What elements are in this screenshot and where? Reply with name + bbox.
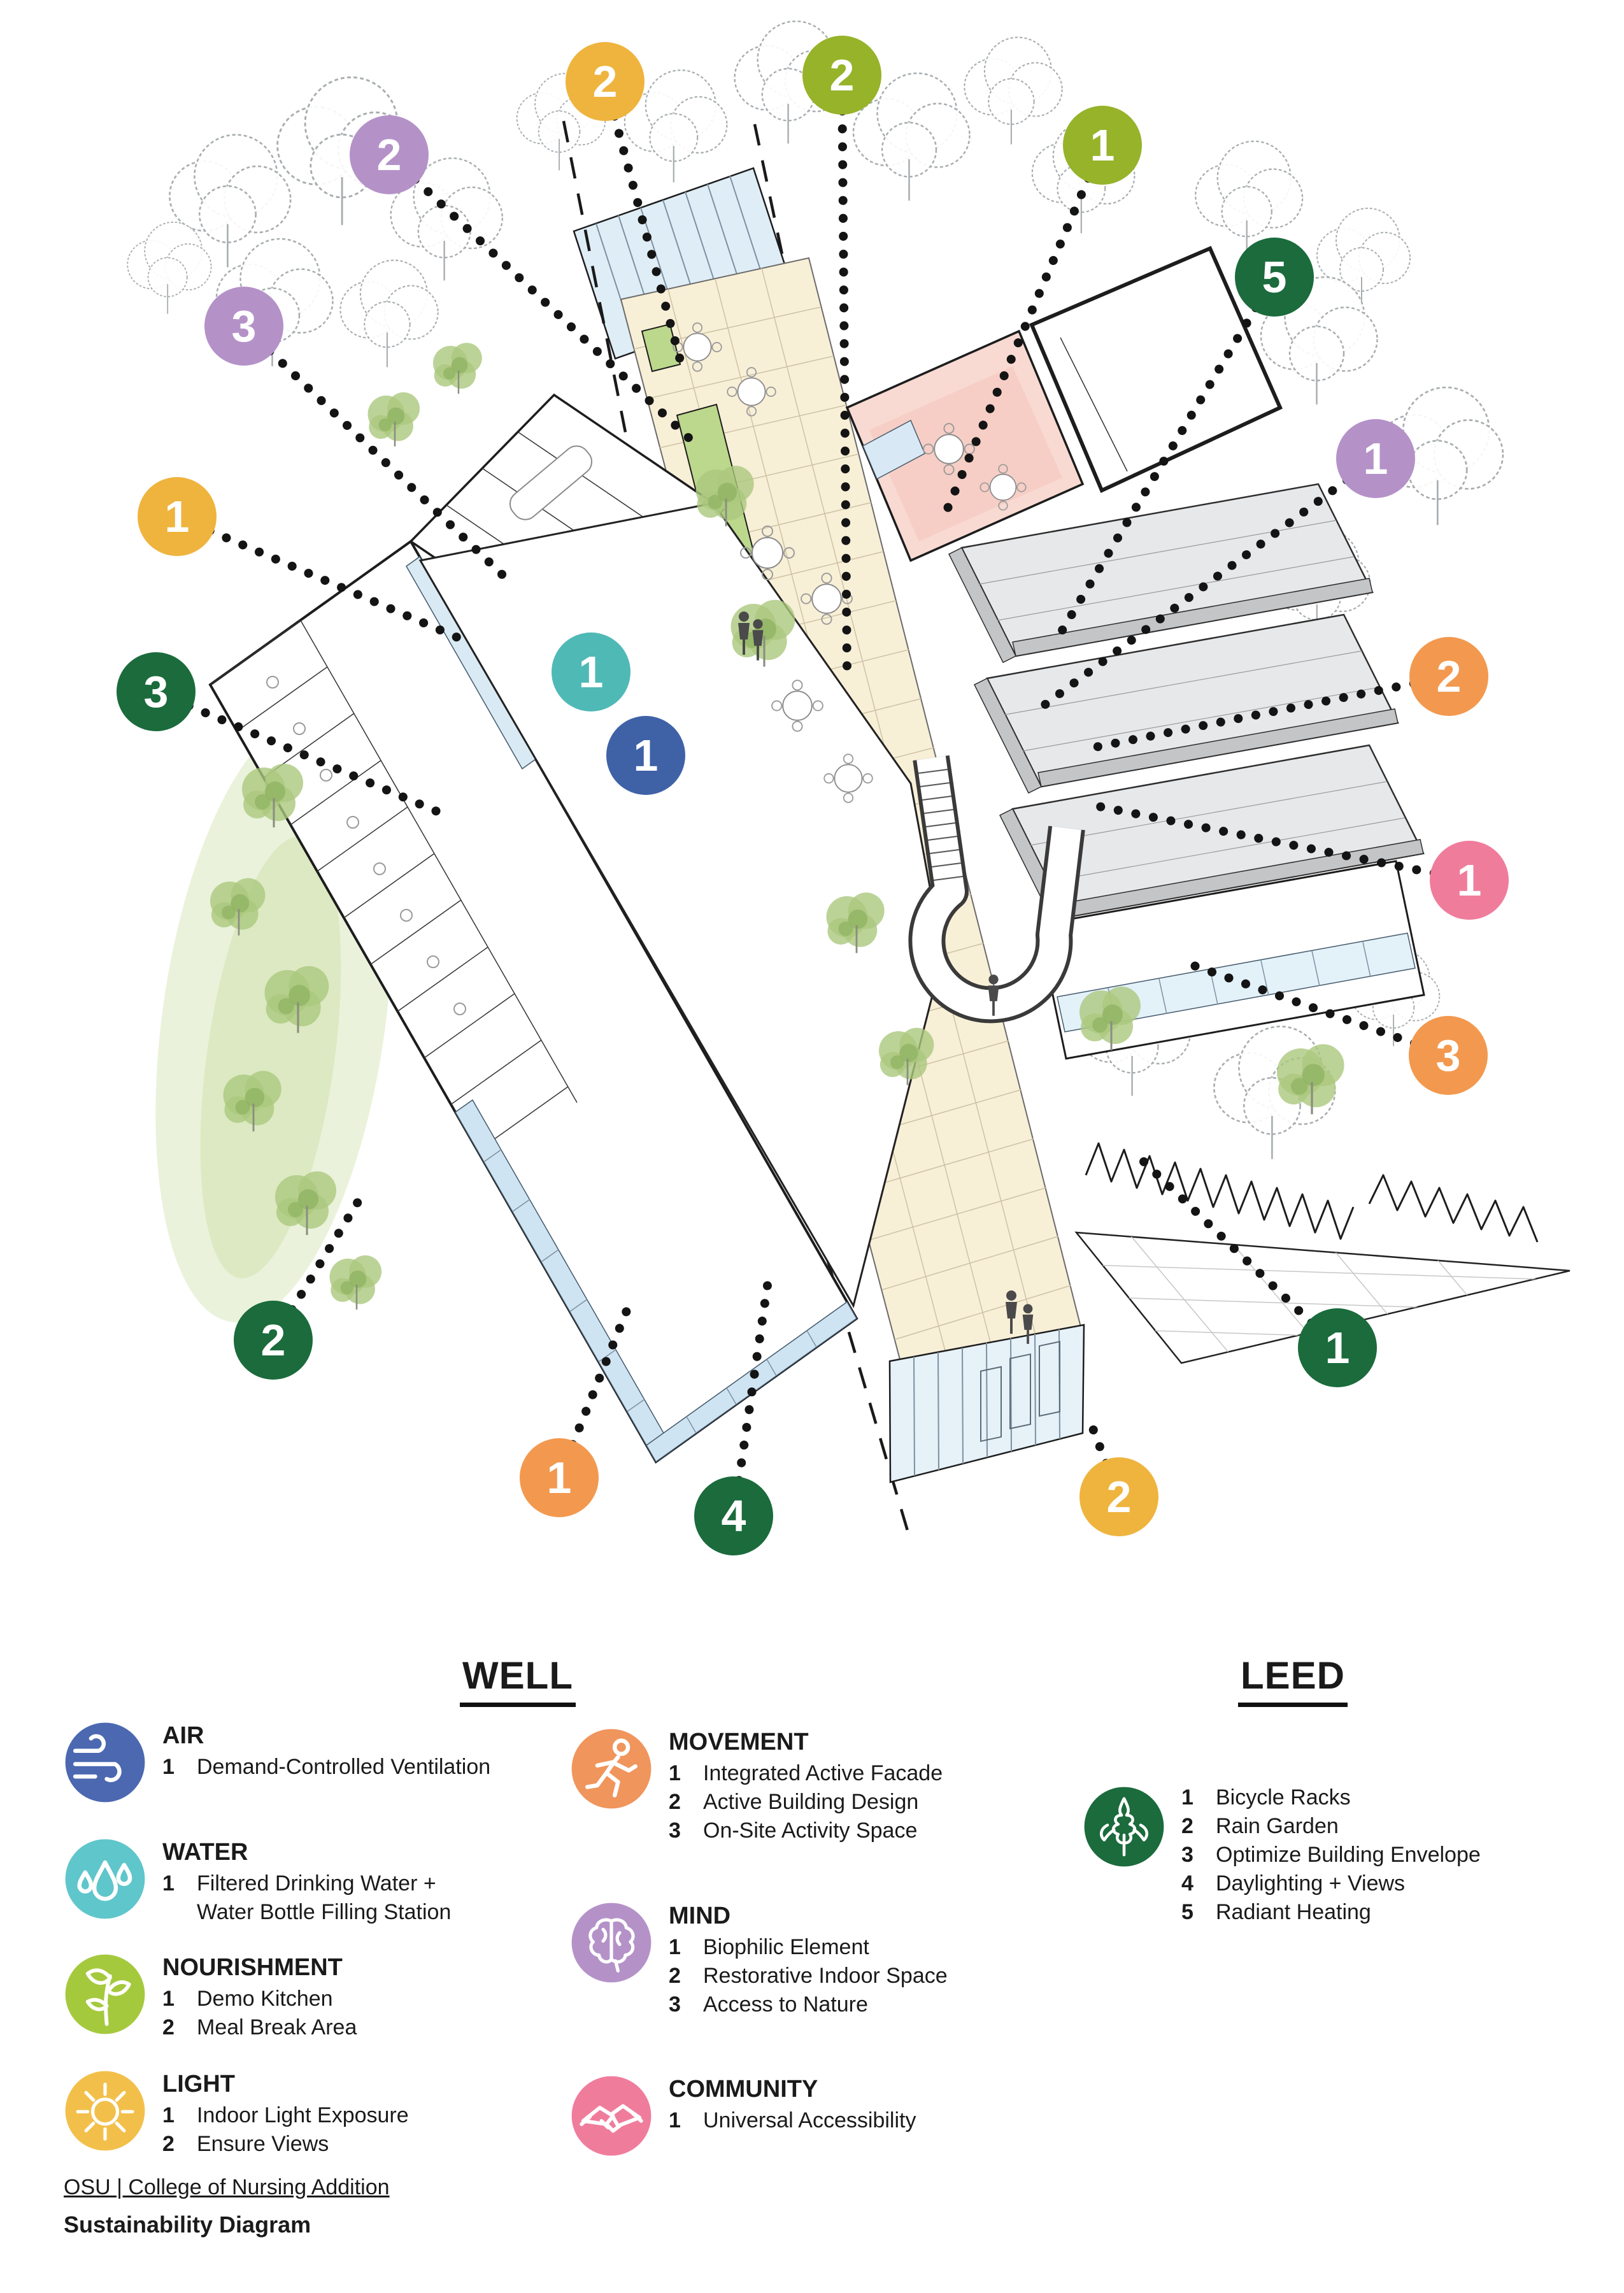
category-title: LIGHT — [162, 2071, 235, 2097]
badge-darkGreen-4: 4 — [694, 1476, 773, 1555]
category-title: MOVEMENT — [669, 1729, 809, 1755]
diagram-subtitle: Sustainability Diagram — [64, 2211, 311, 2238]
badge-darkGreen-5: 5 — [1235, 238, 1314, 317]
badge-lime-1: 1 — [1063, 106, 1142, 185]
badge-pink-1: 1 — [1430, 841, 1509, 920]
well-section-title: WELL — [460, 1654, 576, 1707]
badge-darkGreen-2: 2 — [234, 1301, 313, 1380]
badge-lime-2: 2 — [802, 36, 881, 115]
grey-roof-building — [948, 483, 1425, 1060]
project-title: OSU | College of Nursing Addition — [64, 2175, 390, 2199]
badge-darkGreen-3: 3 — [117, 652, 196, 731]
badge-darkGreen-1: 1 — [1298, 1308, 1377, 1387]
leed-section-title: LEED — [1237, 1654, 1348, 1707]
badge-orange-2: 2 — [1409, 637, 1488, 716]
badge-yellow-2: 2 — [1079, 1457, 1158, 1536]
sprout-icon — [64, 1953, 146, 2036]
badge-blue-1: 1 — [606, 716, 685, 795]
water-drops-icon — [64, 1838, 146, 1920]
handshake-icon — [570, 2075, 653, 2157]
category-title: COMMUNITY — [669, 2076, 818, 2103]
badge-yellow-2: 2 — [566, 42, 645, 121]
badge-orange-1: 1 — [520, 1438, 599, 1517]
badge-purple-3: 3 — [204, 287, 283, 366]
curved-ramp-stair — [908, 755, 1085, 1024]
oak-leaf-icon — [1083, 1785, 1165, 1868]
badge-purple-2: 2 — [350, 115, 429, 194]
category-title: AIR — [162, 1722, 204, 1749]
category-title: NOURISHMENT — [162, 1954, 343, 1981]
pink-room — [845, 329, 1085, 562]
top-right-room — [1029, 246, 1283, 494]
badge-yellow-1: 1 — [138, 477, 217, 556]
glass-panel-bottom — [888, 1324, 1085, 1483]
category-title: WATER — [162, 1839, 248, 1866]
badge-orange-3: 3 — [1409, 1016, 1488, 1095]
bike-rack-zigzag — [1085, 1142, 1539, 1243]
badge-purple-1: 1 — [1336, 419, 1415, 498]
running-person-icon — [570, 1727, 653, 1810]
air-wind-icon — [64, 1721, 146, 1804]
category-title: MIND — [669, 1903, 731, 1929]
brain-icon — [570, 1901, 653, 1984]
badge-teal-1: 1 — [552, 632, 630, 711]
sun-icon — [64, 2069, 146, 2152]
